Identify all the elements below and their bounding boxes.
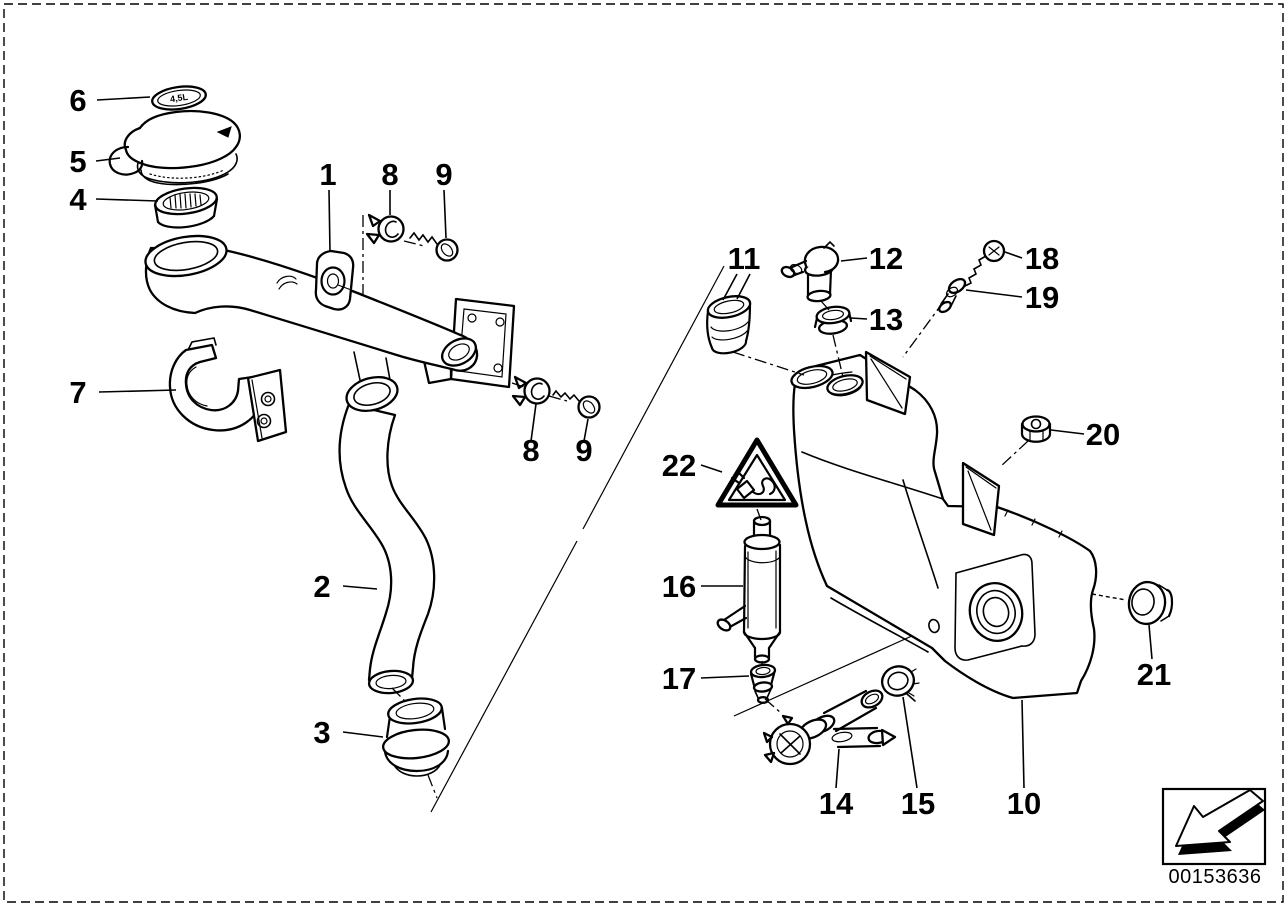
washer-pump xyxy=(716,515,782,664)
vent-valve xyxy=(780,240,840,303)
callout-8b[interactable]: 8 xyxy=(522,433,539,468)
filler-grommet xyxy=(706,295,752,355)
tank-opening-2 xyxy=(826,374,864,396)
page-border xyxy=(3,3,1284,903)
screw-upper xyxy=(409,231,459,262)
strainer-mesh xyxy=(169,193,202,209)
pipe-mounting-tab xyxy=(314,249,355,311)
callout-19[interactable]: 19 xyxy=(1025,280,1059,315)
tank-mount-hole xyxy=(928,618,940,634)
diagram-number: 00153636 xyxy=(1169,866,1262,888)
expanding-rivet xyxy=(938,277,967,314)
3d-arrow-down-left-icon xyxy=(1175,789,1265,855)
hex-nut xyxy=(1020,415,1052,443)
callout-1[interactable]: 1 xyxy=(319,157,336,192)
sensor-seal xyxy=(880,665,920,702)
hose-grommet xyxy=(381,697,451,777)
callout-5[interactable]: 5 xyxy=(69,144,86,179)
screw-18 xyxy=(964,239,1006,287)
sealing-grommet xyxy=(813,305,853,335)
tank-ridge-ticks xyxy=(1004,509,1063,538)
filler-pipe xyxy=(144,234,479,381)
callout-2[interactable]: 2 xyxy=(313,569,330,604)
callout-20[interactable]: 20 xyxy=(1086,417,1120,452)
washer-hose xyxy=(338,375,436,695)
left-dashdot-lines xyxy=(337,215,568,799)
callout-14[interactable]: 14 xyxy=(819,786,854,821)
callout-7[interactable]: 7 xyxy=(69,375,86,410)
electric-plug-icon xyxy=(730,470,776,500)
callout-11[interactable]: 11 xyxy=(728,241,761,276)
callout-21[interactable]: 21 xyxy=(1137,657,1171,692)
tank-bracket-fin-2 xyxy=(961,461,1001,537)
cap-arrow-mark xyxy=(216,126,232,138)
callout-labels: 6 5 4 1 8 9 7 8 9 2 3 11 12 13 18 19 20 … xyxy=(69,83,1171,821)
right-dashdot-lines xyxy=(732,300,1127,714)
badge-text: 4,5L xyxy=(169,92,189,104)
level-sensor xyxy=(762,689,897,766)
funnel-mouth xyxy=(144,234,228,278)
expansion-clip-upper xyxy=(365,213,405,245)
callout-9a[interactable]: 9 xyxy=(435,157,452,192)
footer: 00153636 xyxy=(1161,787,1267,888)
callout-10[interactable]: 10 xyxy=(1007,786,1041,821)
hose-upper-end xyxy=(345,375,399,413)
pump-grommet xyxy=(749,663,777,704)
reservoir-tank xyxy=(790,350,1098,700)
callout-13[interactable]: 13 xyxy=(869,302,903,337)
callout-15[interactable]: 15 xyxy=(901,786,935,821)
expansion-clip-lower xyxy=(511,375,551,407)
tank-opening-1 xyxy=(790,364,834,390)
strainer xyxy=(153,186,219,229)
leader-lines xyxy=(95,96,1153,789)
callout-12[interactable]: 12 xyxy=(869,241,903,276)
callout-17[interactable]: 17 xyxy=(662,661,696,696)
screw-lower xyxy=(552,389,601,419)
support-bracket xyxy=(168,337,288,443)
callout-8a[interactable]: 8 xyxy=(381,157,398,192)
callout-18[interactable]: 18 xyxy=(1025,241,1059,276)
filler-cap xyxy=(108,109,241,186)
plug-grommet xyxy=(1127,580,1174,626)
callout-4[interactable]: 4 xyxy=(69,182,87,217)
callout-3[interactable]: 3 xyxy=(313,715,330,750)
callout-16[interactable]: 16 xyxy=(662,569,696,604)
callout-9b[interactable]: 9 xyxy=(575,433,592,468)
capacity-badge: 4,5L xyxy=(151,85,207,111)
callout-22[interactable]: 22 xyxy=(662,448,696,483)
warning-triangle xyxy=(715,437,799,508)
callout-6[interactable]: 6 xyxy=(69,83,86,118)
